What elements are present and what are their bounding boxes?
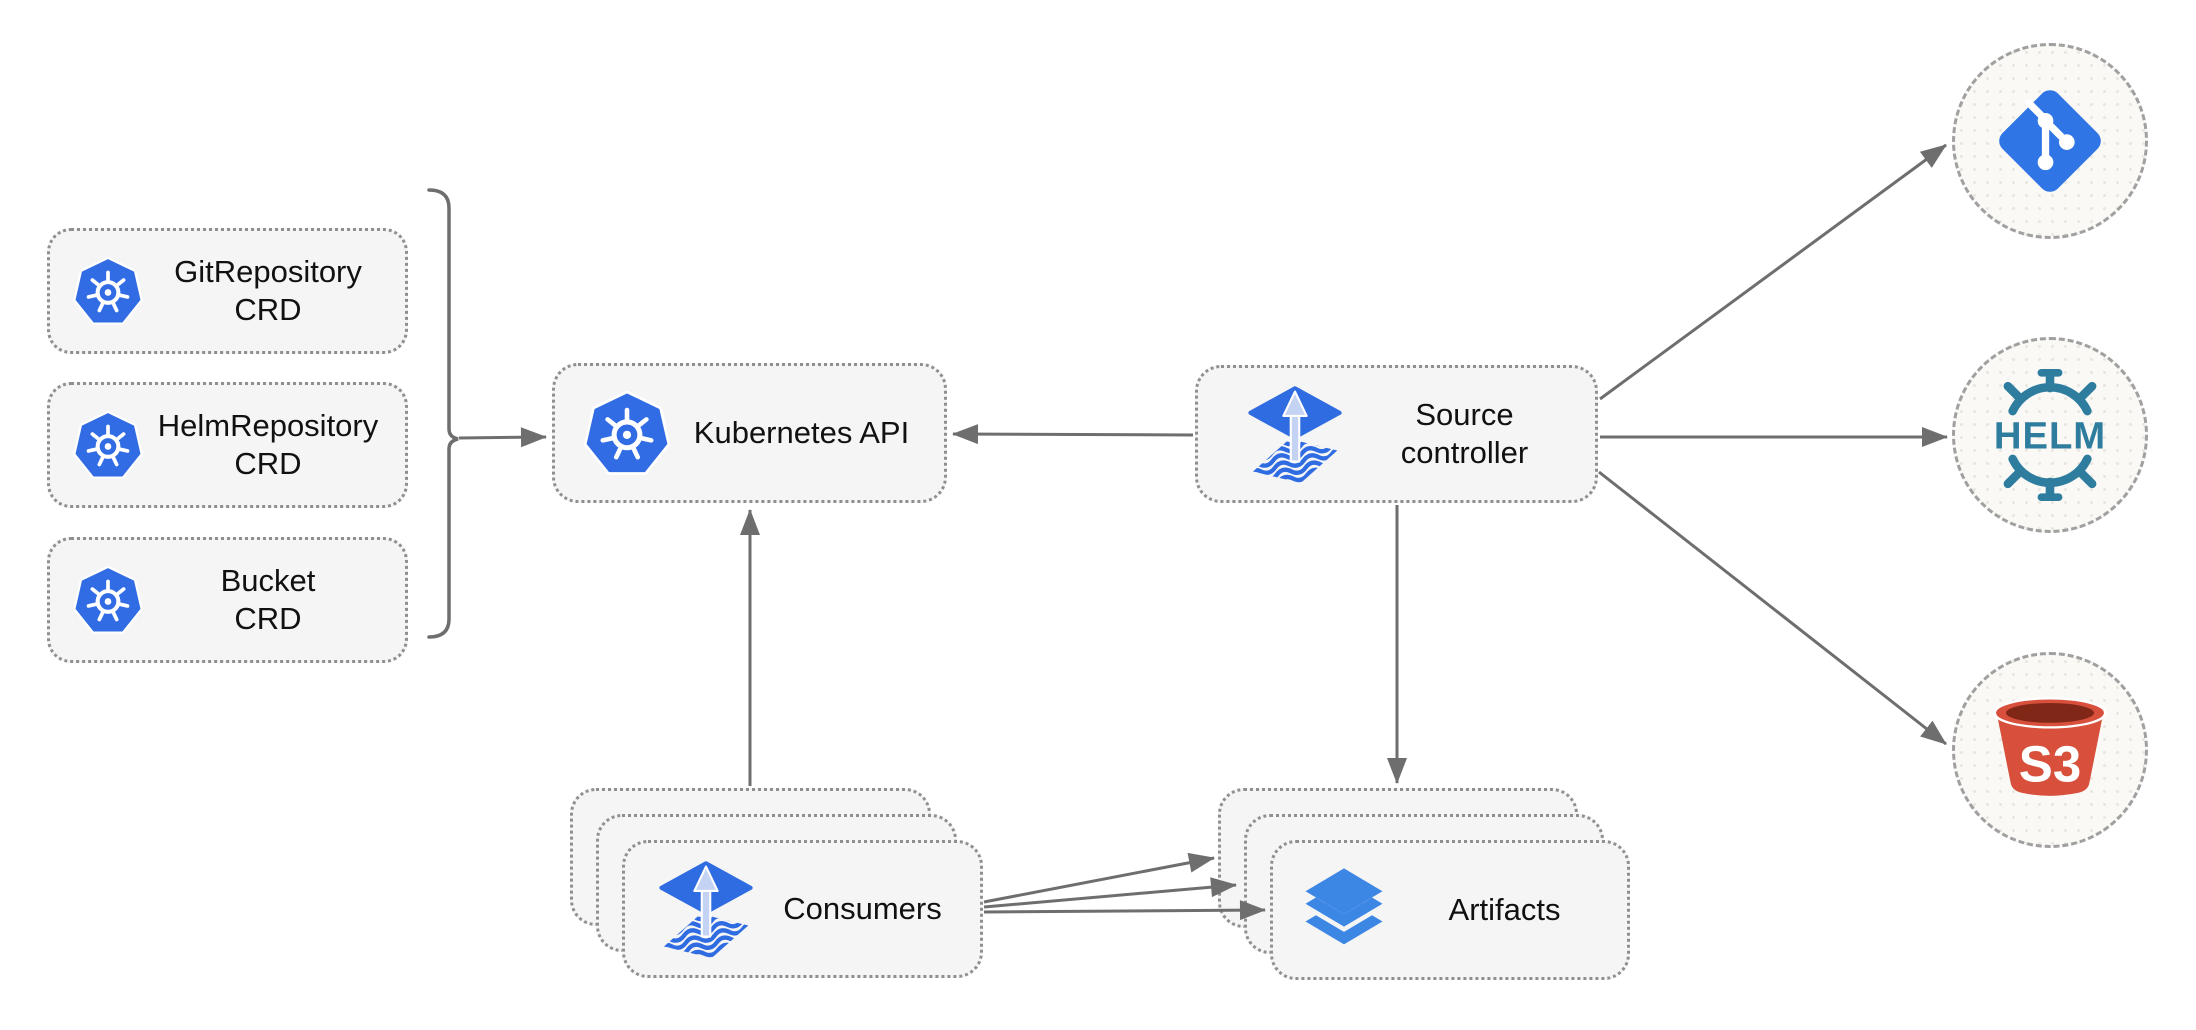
kubernetes-icon [71,563,145,637]
artifacts-label: Artifacts [1448,892,1561,928]
node-gitrepository-crd: GitRepository CRD [47,228,408,354]
helmrepository-crd-label: HelmRepository CRD [157,408,379,481]
node-helmrepository-crd: HelmRepository CRD [47,382,408,508]
kubernetes-icon [71,254,145,328]
node-source-controller: Source controller [1195,365,1598,503]
flux-source-icon [1242,381,1348,487]
node-bucket-crd: Bucket CRD [47,537,408,663]
s3-bucket-icon: S3 [1992,697,2108,796]
kubernetes-icon [71,408,145,482]
edge-source-to-git [1599,143,1947,401]
helm-icon: HELM [1994,368,2106,502]
node-s3-source: S3 [1952,652,2148,848]
crd-group-bracket [427,188,459,639]
edge-consumers-to-artifacts-1 [983,852,1215,904]
edge-source-to-k8s-api [952,424,1194,445]
git-icon [1999,90,2101,192]
s3-wordmark: S3 [2019,735,2081,792]
node-kubernetes-api: Kubernetes API [552,363,947,503]
helm-wordmark: HELM [1994,414,2106,457]
node-git-source [1952,43,2148,239]
node-artifacts: Artifacts [1270,840,1630,980]
edge-source-to-s3 [1598,470,1947,746]
bucket-crd-label: Bucket CRD [220,563,316,636]
node-helm-source: HELM [1952,337,2148,533]
consumers-label: Consumers [783,891,942,927]
kubernetes-api-label: Kubernetes API [693,415,910,451]
gitrepository-crd-label: GitRepository CRD [174,254,362,327]
flux-source-icon [653,856,759,962]
edge-consumers-to-artifacts-2 [983,877,1237,909]
source-controller-label: Source controller [1400,397,1529,470]
edge-bracket-to-k8s-api [458,427,547,448]
node-consumers: Consumers [622,840,983,978]
kubernetes-icon [581,387,673,479]
artifact-layers-icon [1292,858,1396,962]
